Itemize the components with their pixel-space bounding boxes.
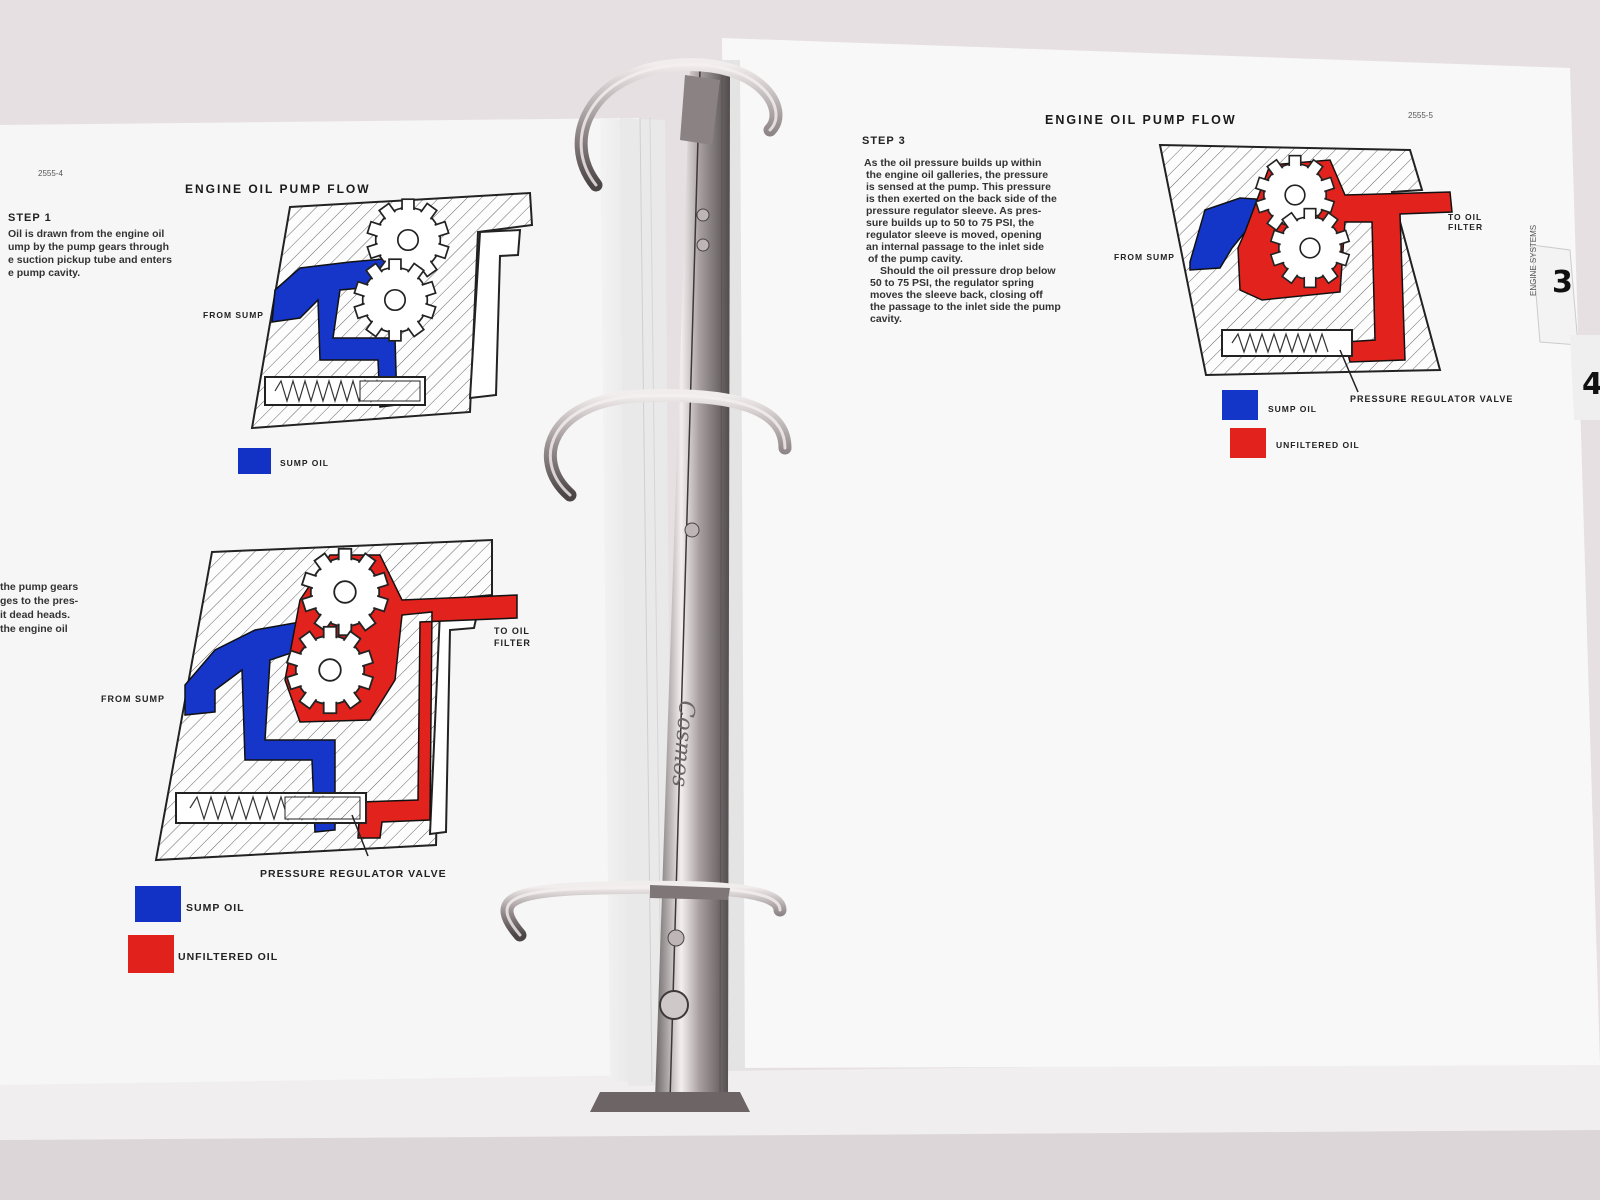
diagram1-legend: SUMP OIL [238,448,329,474]
diagram2-to-oil: TO OIL [494,626,530,636]
diagram3-from-sump: FROM SUMP [1114,252,1175,262]
tab-3-number: 3 [1552,265,1573,300]
binder-ring-bottom [500,880,787,942]
diagram2-from-sump: FROM SUMP [101,694,165,704]
pump-diagram-step1 [250,191,534,430]
svg-text:it dead heads.: it dead heads. [0,609,70,621]
step3-text: As the oil pressure builds up within the… [864,157,1061,325]
right-page [720,38,1600,1070]
svg-text:Should the oil pressure drop b: Should the oil pressure drop below [880,265,1056,277]
legend-sump-label: SUMP OIL [280,458,329,468]
svg-text:is sensed at the pump. This pr: is sensed at the pump. This pressure [866,181,1051,193]
index-tab-3[interactable]: 3 ENGINE SYSTEMS [1529,225,1579,346]
svg-text:regulator sleeve is moved, ope: regulator sleeve is moved, opening [866,229,1042,241]
step3-heading: STEP 3 [862,135,906,147]
diagram3-valve-label: PRESSURE REGULATOR VALVE [1350,394,1513,404]
step1-text: Oil is drawn from the engine oil ump by … [8,228,172,279]
tab-4-number: 4 [1582,367,1600,402]
legend2-sump-label: SUMP OIL [186,902,245,914]
legend3-sump-swatch [1222,390,1258,420]
legend3-unfiltered-swatch [1230,428,1266,458]
right-page-number: 2555-5 [1408,111,1433,120]
svg-text:ump by the pump gears through: ump by the pump gears through [8,241,169,253]
svg-text:the engine oil galleries, the: the engine oil galleries, the pressure [866,169,1048,181]
svg-text:ges to the pres-: ges to the pres- [0,595,79,607]
svg-text:Oil is drawn from the engine o: Oil is drawn from the engine oil [8,228,164,240]
svg-text:pressure regulator sleeve. As: pressure regulator sleeve. As pres- [866,205,1042,217]
diagram1-from-sump: FROM SUMP [203,310,264,320]
legend2-sump-swatch [135,886,181,922]
step1-heading: STEP 1 [8,212,52,224]
svg-text:an internal passage to the inl: an internal passage to the inlet side [866,241,1044,253]
index-tab-4[interactable]: 4 [1570,335,1600,420]
svg-text:As the oil pressure builds up: As the oil pressure builds up within [864,157,1041,169]
diagram3-to-oil: TO OIL [1448,212,1482,222]
diagram2-valve-label: PRESSURE REGULATOR VALVE [260,868,447,880]
svg-text:e pump cavity.: e pump cavity. [8,267,80,279]
svg-text:of the pump cavity.: of the pump cavity. [868,253,963,265]
svg-text:sure builds up to 50 to 75 PSI: sure builds up to 50 to 75 PSI, the [866,217,1034,229]
binder-cover [0,1060,1600,1140]
binder-spine: Cosmos [655,69,730,1101]
svg-text:the engine oil: the engine oil [0,623,68,635]
svg-text:moves the sleeve back, closing: moves the sleeve back, closing off [870,289,1043,301]
diagram2-legend: SUMP OIL UNFILTERED OIL [128,886,278,973]
legend3-sump-label: SUMP OIL [1268,404,1317,414]
pump-diagram-step3 [1158,143,1453,393]
svg-text:the passage to the inlet side: the passage to the inlet side the pump [870,301,1061,313]
left-page-title: ENGINE OIL PUMP FLOW [185,182,371,196]
right-page-title: ENGINE OIL PUMP FLOW [1045,113,1237,127]
svg-text:cavity.: cavity. [870,313,902,325]
step2-text: the pump gears ges to the pres- it dead … [0,581,79,635]
diagram3-legend: SUMP OIL UNFILTERED OIL [1222,390,1360,458]
pump-diagram-step2 [154,538,518,862]
legend2-unfiltered-swatch [128,935,174,973]
tab-3-label: ENGINE SYSTEMS [1529,225,1538,296]
diagram3-filter: FILTER [1448,222,1483,232]
svg-text:50 to 75 PSI, the regulator sp: 50 to 75 PSI, the regulator spring [870,277,1034,289]
svg-text:is then exerted on the back si: is then exerted on the back side of the [866,193,1057,205]
left-page-number: 2555-4 [38,169,63,178]
diagram2-filter: FILTER [494,638,531,648]
spine-base [590,1092,750,1112]
legend3-unfiltered-label: UNFILTERED OIL [1276,440,1360,450]
binder-ring-middle [543,388,792,502]
legend-sump-swatch [238,448,271,474]
legend2-unfiltered-label: UNFILTERED OIL [178,951,278,963]
svg-text:e suction pickup tube and ente: e suction pickup tube and enters [8,254,172,266]
binder-ring-top [574,58,783,192]
svg-text:the pump gears: the pump gears [0,581,78,593]
